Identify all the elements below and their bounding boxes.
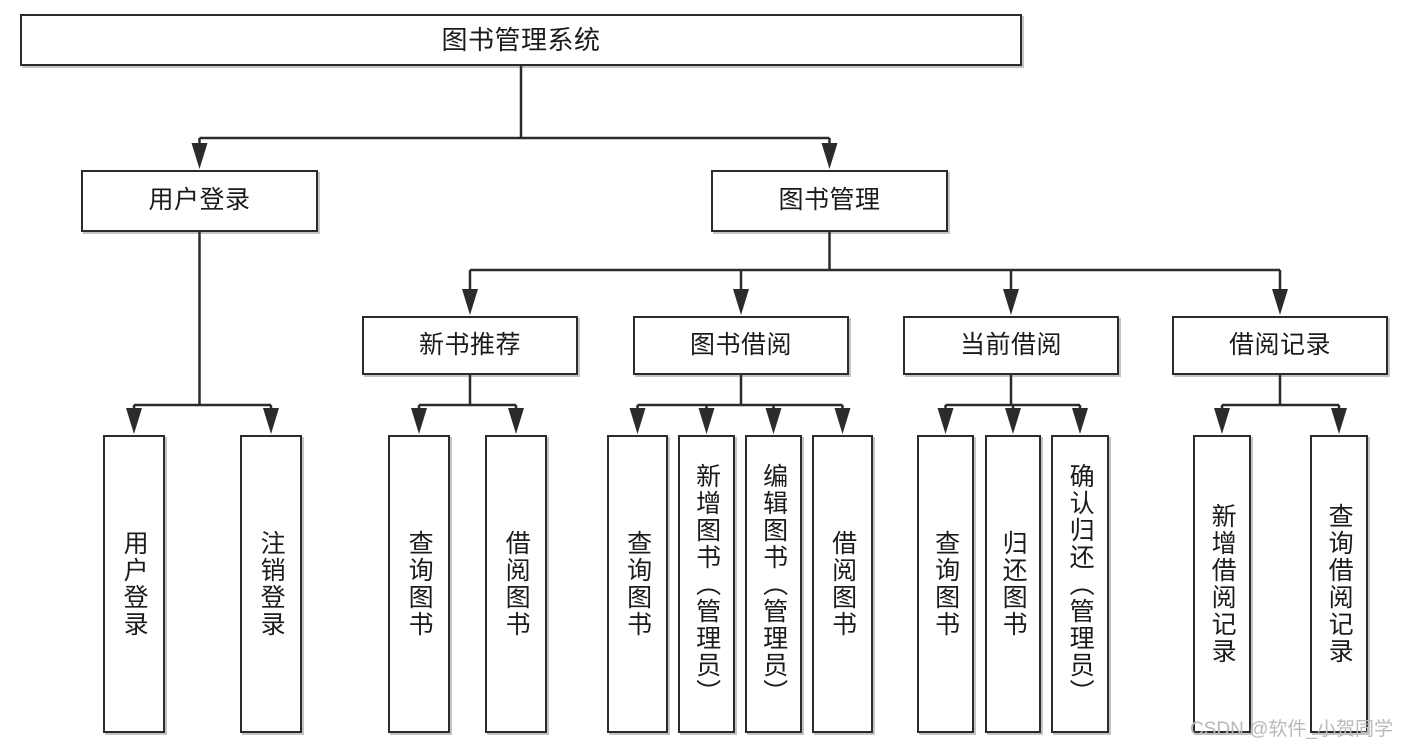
arrowhead-icon: [462, 289, 478, 315]
node-label: 用户登录: [120, 530, 149, 638]
node-new-book-recommend[interactable]: 新书推荐: [362, 316, 578, 375]
node-leaf-borrow-book-2[interactable]: 借阅图书: [812, 435, 873, 733]
node-label: 图书管理: [778, 186, 881, 215]
arrowhead-icon: [1214, 408, 1230, 434]
node-label: 新书推荐: [418, 330, 521, 359]
node-leaf-borrow-book-1[interactable]: 借阅图书: [485, 435, 547, 733]
node-label: 借阅图书: [502, 530, 531, 638]
node-current-borrow[interactable]: 当前借阅: [903, 316, 1119, 375]
arrowhead-icon: [733, 289, 749, 315]
node-leaf-add-book[interactable]: 新增图书（管理员）: [678, 435, 735, 733]
node-label: 查询借阅记录: [1325, 503, 1354, 665]
arrowhead-icon: [834, 408, 851, 434]
arrowhead-icon: [126, 408, 142, 434]
node-label: 当前借阅: [959, 330, 1062, 359]
arrowhead-icon: [821, 143, 838, 169]
node-label: 归还图书: [999, 530, 1028, 638]
node-leaf-query-book-2[interactable]: 查询图书: [607, 435, 668, 733]
node-leaf-query-record[interactable]: 查询借阅记录: [1310, 435, 1368, 733]
node-label: 图书管理系统: [441, 24, 601, 55]
arrowhead-icon: [1005, 408, 1021, 434]
node-root[interactable]: 图书管理系统: [20, 14, 1022, 66]
node-leaf-return-book[interactable]: 归还图书: [985, 435, 1041, 733]
node-user-login[interactable]: 用户登录: [81, 170, 318, 232]
arrowhead-icon: [411, 408, 427, 434]
node-label: 查询图书: [931, 530, 960, 638]
arrowhead-icon: [1331, 408, 1347, 434]
node-label: 查询图书: [623, 530, 652, 638]
node-label: 注销登录: [257, 530, 286, 638]
arrowhead-icon: [1072, 408, 1088, 434]
node-book-borrow[interactable]: 图书借阅: [633, 316, 849, 375]
node-label: 确认归还（管理员）: [1066, 462, 1095, 706]
node-label: 用户登录: [148, 186, 251, 215]
arrowhead-icon: [1272, 289, 1288, 315]
arrowhead-icon: [629, 408, 646, 434]
node-leaf-logout[interactable]: 注销登录: [240, 435, 302, 733]
node-leaf-confirm-return[interactable]: 确认归还（管理员）: [1051, 435, 1109, 733]
node-leaf-query-book-1[interactable]: 查询图书: [388, 435, 450, 733]
node-label: 借阅图书: [828, 530, 857, 638]
node-label: 图书借阅: [689, 330, 792, 359]
node-label: 新增图书（管理员）: [692, 462, 721, 706]
arrowhead-icon: [191, 143, 208, 169]
node-leaf-add-record[interactable]: 新增借阅记录: [1193, 435, 1251, 733]
arrowhead-icon: [508, 408, 524, 434]
arrowhead-icon: [937, 408, 954, 434]
arrowhead-icon: [263, 408, 279, 434]
node-leaf-user-login[interactable]: 用户登录: [103, 435, 165, 733]
node-label: 借阅记录: [1228, 330, 1331, 359]
node-label: 编辑图书（管理员）: [759, 462, 788, 706]
node-leaf-query-book-3[interactable]: 查询图书: [917, 435, 974, 733]
node-book-manage[interactable]: 图书管理: [711, 170, 948, 232]
node-borrow-record[interactable]: 借阅记录: [1172, 316, 1388, 375]
arrowhead-icon: [698, 408, 715, 434]
node-label: 新增借阅记录: [1208, 503, 1237, 665]
arrowhead-icon: [765, 408, 782, 434]
node-leaf-edit-book[interactable]: 编辑图书（管理员）: [745, 435, 802, 733]
arrowhead-icon: [1003, 289, 1019, 315]
node-label: 查询图书: [405, 530, 434, 638]
